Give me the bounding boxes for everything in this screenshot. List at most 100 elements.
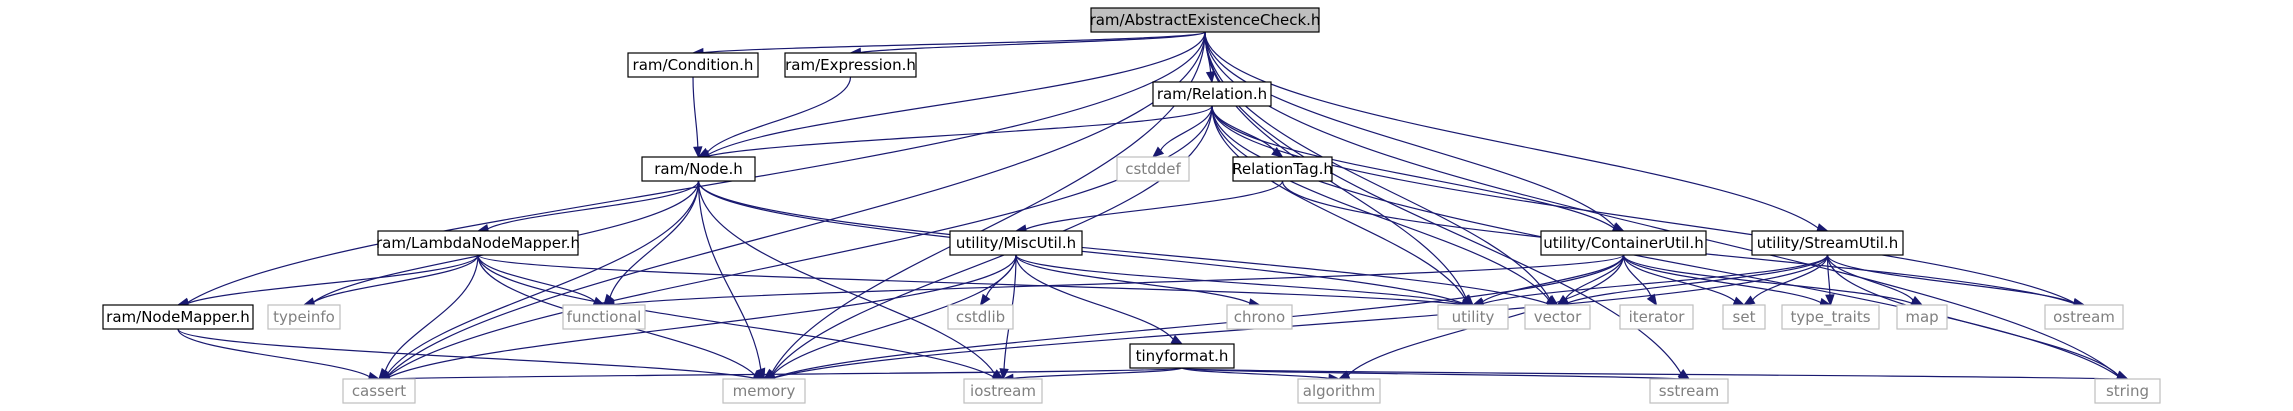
node-string: string [2094, 378, 2161, 404]
edge-line [388, 105, 1213, 377]
edge-line [1826, 254, 2075, 304]
node-label: cassert [352, 382, 406, 400]
node-stream[interactable]: utility/StreamUtil.h [1751, 230, 1904, 256]
node-cont[interactable]: utility/ContainerUtil.h [1540, 230, 1707, 256]
arrowhead-icon [2115, 370, 2129, 380]
node-reltag[interactable]: RelationTag.h [1232, 156, 1333, 182]
edge-cond-to-node [692, 76, 703, 159]
node-box [641, 156, 756, 182]
node-box [947, 304, 1014, 330]
edge-misc-to-tinyformat [1015, 254, 1184, 345]
edge-line [1181, 367, 1680, 380]
edge-rel-to-cstddef [1151, 105, 1213, 158]
node-vector: vector [1524, 304, 1591, 330]
edge-line [187, 254, 479, 304]
arrowhead-icon [1205, 70, 1216, 84]
node-label: iostream [970, 382, 1036, 400]
node-box [2044, 304, 2124, 330]
node-box [1152, 81, 1272, 107]
node-label: ram/LambdaNodeMapper.h [376, 234, 580, 252]
node-label: vector [1534, 308, 1582, 326]
node-misc[interactable]: utility/MiscUtil.h [949, 230, 1083, 256]
edge-line [613, 254, 1625, 306]
edge-line [387, 31, 1206, 376]
edge-rel-to-cont [1211, 105, 1625, 233]
edge-line [1012, 367, 1183, 379]
node-iterator: iterator [1619, 304, 1694, 330]
edge-root-to-node [697, 31, 1206, 160]
node-ostream: ostream [2044, 304, 2124, 330]
edge-node-to-lnm [476, 180, 700, 234]
node-box [963, 378, 1043, 404]
node-cstdlib: cstdlib [947, 304, 1014, 330]
node-root[interactable]: ram/AbstractExistenceCheck.h [1090, 7, 1321, 33]
node-label: map [1905, 308, 1938, 326]
edge-line [477, 254, 1464, 306]
node-type_traits: type_traits [1781, 304, 1880, 330]
node-nm[interactable]: ram/NodeMapper.h [102, 304, 254, 330]
node-tinyformat[interactable]: tinyformat.h [1129, 343, 1235, 369]
node-box [342, 378, 416, 404]
node-node[interactable]: ram/Node.h [641, 156, 756, 182]
node-label: utility/StreamUtil.h [1757, 234, 1898, 252]
node-expr[interactable]: ram/Expression.h [784, 52, 917, 78]
node-box [1297, 378, 1381, 404]
edge-line [773, 254, 1829, 379]
arrowhead-icon [1910, 295, 1924, 306]
node-label: utility/MiscUtil.h [956, 234, 1076, 252]
edge-root-to-cassert [377, 31, 1206, 380]
node-label: chrono [1234, 308, 1285, 326]
node-box [1540, 230, 1707, 256]
edge-line [177, 328, 755, 379]
edge-cont-to-iterator [1622, 254, 1658, 307]
edge-line [1181, 367, 1330, 379]
node-rel[interactable]: ram/Relation.h [1152, 81, 1272, 107]
edge-stream-to-type_traits [1825, 254, 1835, 307]
node-box [2094, 378, 2161, 404]
node-iostream: iostream [963, 378, 1043, 404]
node-lnm[interactable]: ram/LambdaNodeMapper.h [376, 230, 580, 256]
edge-line [1567, 254, 1829, 304]
node-label: set [1733, 308, 1756, 326]
node-label: sstream [1659, 382, 1719, 400]
edge-lnm-to-nm [176, 254, 479, 308]
edge-misc-to-chrono [1015, 254, 1261, 308]
nodes-layer: ram/AbstractExistenceCheck.h ram/Conditio… [102, 7, 2161, 404]
edge-line [487, 180, 700, 230]
edge-cont-to-set [1622, 254, 1746, 306]
edge-line [1752, 254, 1829, 301]
edge-line [697, 180, 996, 374]
arrowhead-icon [693, 146, 703, 159]
edge-line [772, 254, 1017, 375]
arrowhead-icon [999, 368, 1009, 381]
arrowhead-icon [1151, 146, 1165, 158]
edge-line [702, 31, 1206, 54]
node-box [1524, 304, 1591, 330]
edge-stream-to-vector [1556, 254, 1829, 308]
edge-line [1025, 180, 1284, 230]
edge-line [1622, 254, 1652, 297]
edge-line [1211, 105, 1615, 229]
edge-line [860, 31, 1206, 54]
edge-line [1204, 31, 1551, 300]
arrowhead-icon [1732, 296, 1746, 306]
node-box [102, 304, 254, 330]
edge-node-to-iostream [697, 180, 1005, 380]
node-box [1896, 304, 1948, 330]
node-label: typeinfo [273, 308, 335, 326]
arrowhead-icon [1271, 147, 1284, 158]
arrowhead-icon [603, 293, 615, 307]
node-box [1722, 304, 1766, 330]
node-label: tinyformat.h [1136, 347, 1229, 365]
node-map: map [1896, 304, 1948, 330]
node-label: iterator [1629, 308, 1686, 326]
node-label: ostream [2053, 308, 2115, 326]
node-label: cstdlib [956, 308, 1005, 326]
node-cond[interactable]: ram/Condition.h [627, 52, 759, 78]
edge-node-to-memory [697, 180, 766, 381]
edge-rel-to-ostream [1211, 105, 2086, 308]
edge-stream-to-map [1826, 254, 1924, 306]
node-box [1437, 304, 1509, 330]
node-box [1751, 230, 1904, 256]
